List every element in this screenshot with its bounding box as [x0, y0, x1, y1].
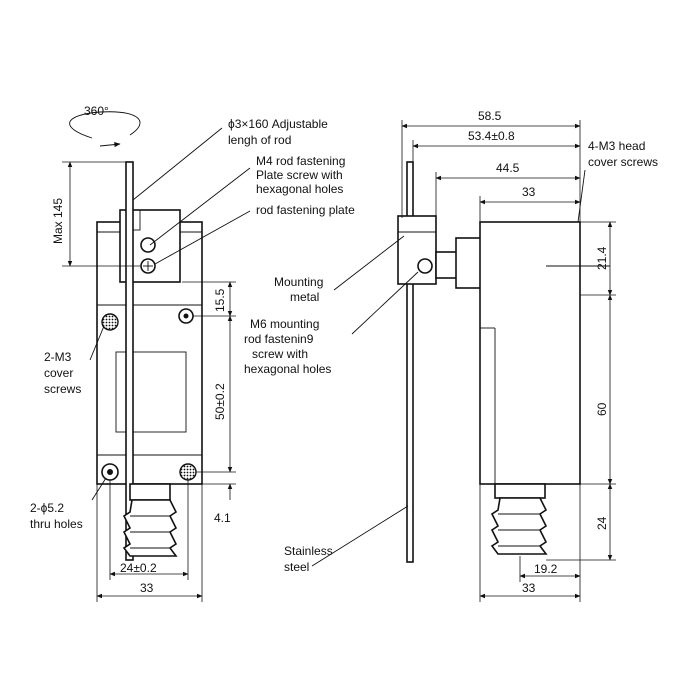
dim-33-top-text: 33	[522, 185, 536, 199]
shaft-boss	[455, 237, 483, 289]
m6-screw-icon	[417, 258, 433, 274]
plunger-base	[129, 483, 171, 501]
rotation-label: 360°	[84, 104, 109, 118]
dim-max-145: Max 145	[51, 161, 140, 267]
cover-window	[115, 351, 187, 433]
dim-24-height: 24	[546, 483, 616, 561]
side-callouts: Mounting metal M6 mounting rod fastenin9…	[244, 139, 658, 574]
dim-50: 50±0.2	[196, 315, 236, 473]
m6-label-2: rod fastenin9	[244, 332, 314, 346]
side-plunger-base	[494, 483, 546, 499]
rod-label-1: ϕ3×160 Adjustable	[228, 117, 328, 131]
m4-screw-icon	[140, 237, 156, 253]
dim-15-5-text: 15.5	[213, 288, 227, 312]
cover-screws-label-3: screws	[44, 382, 81, 396]
dim-21-4-text: 21.4	[595, 246, 609, 270]
cover-screw-icon	[179, 463, 197, 481]
front-view: 360°	[51, 104, 251, 602]
m4-label-3: hexagonal holes	[256, 182, 343, 196]
m6-label-1: M6 mounting	[250, 317, 319, 331]
m4-label-1: M4 rod fastening	[256, 154, 345, 168]
stainless-label-1: Stainless	[284, 544, 333, 558]
head-screws-label-1: 4-M3 head	[588, 139, 645, 153]
side-rod	[406, 161, 414, 563]
dim-33-side: 33	[479, 484, 581, 602]
dim-60-text: 60	[595, 402, 609, 416]
adjustable-rod	[125, 161, 134, 561]
mounting-metal-label-1: Mounting	[274, 275, 323, 289]
m6-label-3: screw with	[252, 347, 308, 361]
dim-21-4: 21.4	[580, 221, 616, 296]
dim-19-2: 19.2	[519, 556, 581, 582]
rotation-arrow-icon	[69, 111, 141, 148]
dim-24-height-text: 24	[595, 516, 609, 530]
cover-screw-icon	[101, 313, 119, 331]
dim-53-4: 53.4±0.8	[412, 129, 581, 162]
dim-33-top: 33	[479, 185, 581, 222]
dim-24-text: 24±0.2	[120, 561, 157, 575]
cover-screws-label-1: 2-M3	[44, 350, 72, 364]
dim-15-5: 15.5	[182, 281, 236, 317]
dim-58-5-text: 58.5	[478, 109, 502, 123]
stainless-label-2: steel	[284, 560, 309, 574]
rod-label-2: lengh of rod	[228, 133, 291, 147]
dim-44-5-text: 44.5	[496, 161, 520, 175]
side-view: 58.5 53.4±0.8 44.5 33 21.4 60	[311, 109, 616, 602]
dim-58-5: 58.5	[401, 109, 581, 222]
thru-holes-label-2: thru holes	[30, 517, 83, 531]
side-plunger-bellows	[490, 497, 548, 555]
dim-24-width: 24±0.2	[109, 480, 189, 580]
m6-label-4: hexagonal holes	[244, 362, 331, 376]
dim-4-1-text: 4.1	[214, 511, 231, 525]
dim-44-5: 44.5	[435, 161, 581, 216]
fastening-plate-label: rod fastening plate	[256, 203, 355, 217]
dim-max-145-text: Max 145	[51, 198, 65, 244]
front-callouts: ϕ3×160 Adjustable lengh of rod M4 rod fa…	[30, 117, 355, 531]
fastening-plate-screw-icon	[140, 258, 156, 274]
dim-53-4-text: 53.4±0.8	[468, 129, 515, 143]
dim-33-front: 33	[96, 484, 203, 602]
mounting-metal-label-2: metal	[290, 290, 319, 304]
plunger-bellows	[122, 499, 178, 557]
thru-holes-label-1: 2-ϕ5.2	[30, 501, 64, 515]
dim-33-front-text: 33	[140, 581, 154, 595]
dim-19-2-text: 19.2	[534, 562, 558, 576]
head-screws-label-2: cover screws	[588, 155, 658, 169]
cover-screws-label-2: cover	[44, 366, 73, 380]
dim-4-1: 4.1	[202, 483, 236, 525]
dim-33-side-text: 33	[522, 581, 536, 595]
dim-60: 60	[580, 294, 616, 485]
m4-label-2: Plate screw with	[256, 168, 343, 182]
shaft-connector	[435, 251, 459, 279]
dim-50-text: 50±0.2	[213, 383, 227, 420]
mounting-metal	[397, 215, 437, 285]
